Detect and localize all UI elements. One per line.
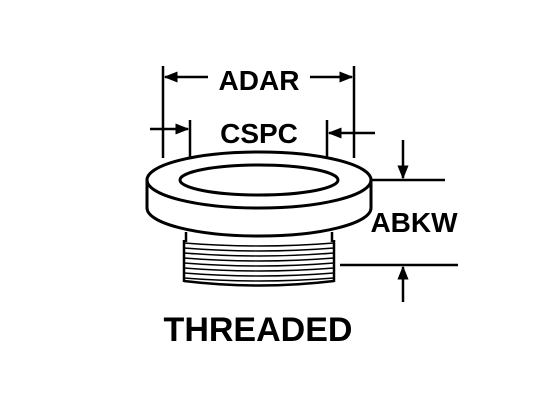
shank-bottom-edge [183,279,335,287]
threaded-fitting [145,150,373,288]
abkw-label: ABKW [370,207,458,238]
cspc-label: CSPC [220,118,298,149]
abkw-dimension: ABKW [340,140,458,302]
caption-threaded: THREADED [164,311,353,349]
cspc-dimension: CSPC [150,118,375,175]
bore-opening [178,163,340,197]
adar-dimension: ADAR [161,65,356,158]
thread-shank [182,230,336,288]
thread-lines [183,242,335,282]
adar-label: ADAR [219,65,300,96]
